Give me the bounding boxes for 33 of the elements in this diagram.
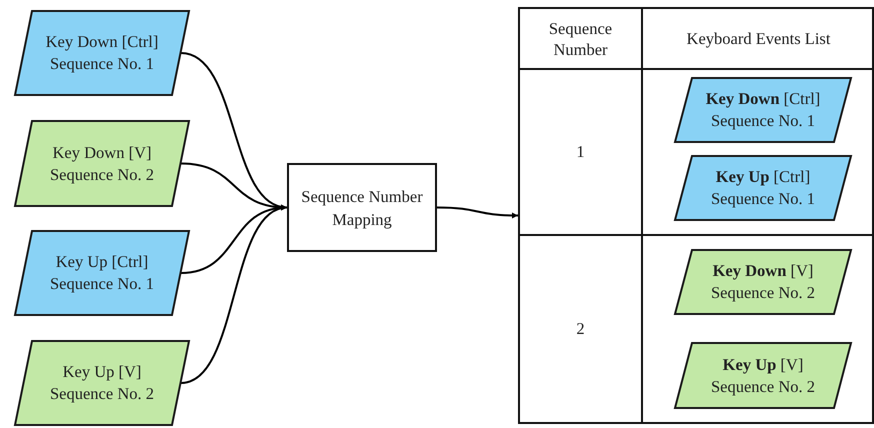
event-name: Key Down [V] (712, 260, 814, 282)
event-name: Key Down [Ctrl] (46, 31, 158, 53)
row-number: 1 (576, 141, 585, 162)
event-parallelogram (14, 230, 190, 316)
sequence-label: Sequence No. 2 (710, 376, 815, 398)
row-number: 2 (576, 318, 585, 339)
mapping-table (518, 7, 874, 424)
column-header: Sequence Number (548, 18, 614, 60)
process-box (287, 163, 437, 252)
event-name: Key Up [V] (722, 354, 804, 376)
event-parallelogram (674, 155, 852, 221)
event-parallelogram (674, 342, 852, 409)
sequence-label: Sequence No. 1 (50, 53, 154, 75)
sequence-label: Sequence No. 1 (50, 273, 154, 295)
event-parallelogram (14, 10, 190, 96)
event-parallelogram (674, 249, 852, 315)
event-parallelogram (14, 340, 190, 426)
event-parallelogram (14, 120, 190, 207)
sequence-label: Sequence No. 1 (710, 110, 815, 132)
sequence-label: Sequence No. 2 (50, 383, 154, 405)
event-parallelogram (674, 77, 852, 143)
event-name: Key Up [V] (62, 361, 142, 383)
arrow (436, 206, 518, 218)
sequence-label: Sequence No. 1 (710, 188, 815, 210)
process-label: Sequence Number Mapping (300, 186, 424, 230)
sequence-label: Sequence No. 2 (50, 164, 154, 186)
column-header: Keyboard Events List (686, 28, 830, 49)
event-name: Key Up [Ctrl] (56, 251, 148, 273)
event-name: Key Up [Ctrl] (716, 166, 810, 188)
arrow (180, 206, 288, 384)
event-name: Key Down [Ctrl] (706, 88, 820, 110)
sequence-label: Sequence No. 2 (710, 282, 815, 304)
event-name: Key Down [V] (52, 142, 152, 164)
